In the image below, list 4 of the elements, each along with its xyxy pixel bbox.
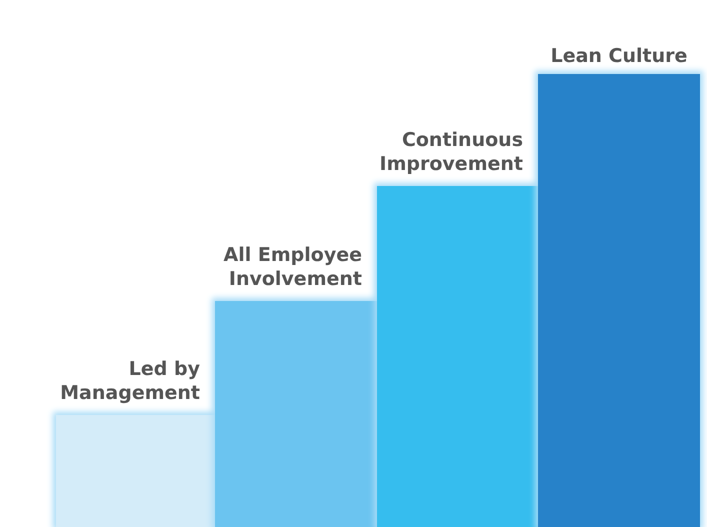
step-label: All Employee Involvement [222, 243, 362, 291]
step-label: Continuous Improvement [378, 128, 523, 176]
step-label: Led by Management [59, 357, 200, 405]
step-label: Lean Culture [550, 44, 688, 68]
